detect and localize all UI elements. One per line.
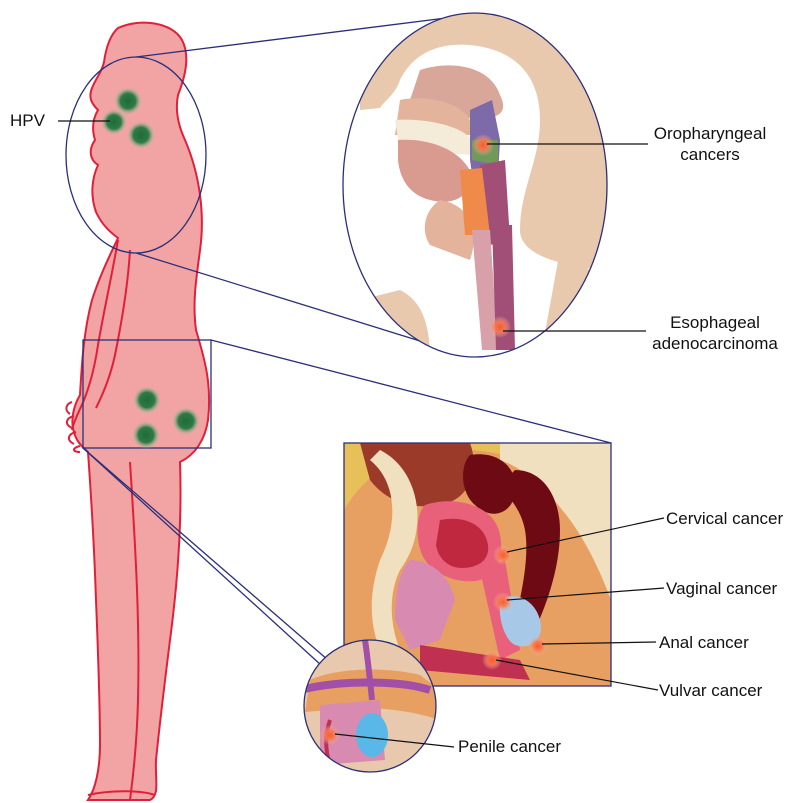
penis-inset (300, 640, 440, 780)
tumor-marker-icon (472, 134, 494, 156)
tumor-marker-icon (320, 725, 340, 745)
oropharyngeal-label: Oropharyngeal cancers (650, 123, 770, 165)
hpv-virus-icon (133, 386, 161, 414)
esophageal-label: Esophageal adenocarcinoma (640, 312, 790, 354)
tumor-marker-icon (493, 592, 513, 612)
oropharyngeal-label-line1: Oropharyngeal (650, 123, 770, 144)
penile-cancer-label: Penile cancer (458, 736, 561, 757)
hpv-virus-icon (127, 121, 155, 149)
tumor-marker-icon (528, 636, 548, 656)
hpv-virus-icon (132, 421, 160, 449)
oropharyngeal-label-line2: cancers (650, 144, 770, 165)
esophageal-label-line1: Esophageal (640, 312, 790, 333)
hpv-virus-icon (101, 109, 127, 135)
cervical-cancer-label: Cervical cancer (666, 508, 783, 529)
esophageal-label-line2: adenocarcinoma (640, 333, 790, 354)
head-neck-inset (343, 0, 620, 360)
hpv-virus-icon (172, 407, 200, 435)
tumor-marker-icon (489, 316, 511, 338)
anal-cancer-label: Anal cancer (659, 632, 749, 653)
hpv-label: HPV (10, 110, 45, 131)
vulvar-cancer-label: Vulvar cancer (659, 680, 762, 701)
vaginal-cancer-label: Vaginal cancer (666, 578, 777, 599)
tumor-marker-icon (493, 545, 513, 565)
